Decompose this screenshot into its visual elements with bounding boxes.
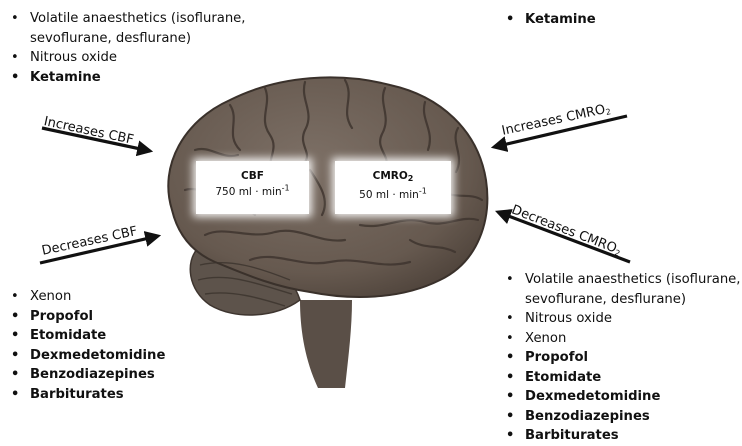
list-item: Propofol [503,348,741,368]
list-item: Dexmedetomidine [8,346,165,366]
brainstem [300,300,352,388]
list-top-right: Ketamine [503,10,596,30]
list-item: Xenon [8,287,165,307]
list-item: Ketamine [8,68,246,88]
list-item: Propofol [8,307,165,327]
list-item: Nitrous oxide [8,48,246,68]
list-bottom-right: Volatile anaesthetics (isoflurane,sevofl… [503,270,741,446]
list-item: sevoflurane, desflurane) [503,290,741,310]
list-item: Ketamine [503,10,596,30]
list-item: Dexmedetomidine [503,387,741,407]
list-item: Benzodiazepines [503,407,741,427]
cbf-title: CBF [196,170,309,182]
list-item: Barbiturates [8,385,165,405]
list-item: Xenon [503,329,741,349]
list-item: Volatile anaesthetics (isoflurane, [8,9,246,29]
list-top-left: Volatile anaesthetics (isoflurane,sevofl… [8,9,246,87]
list-item: Nitrous oxide [503,309,741,329]
cmro2-value: 50 ml · min-1 [359,189,427,201]
list-item: Benzodiazepines [8,365,165,385]
list-bottom-left: XenonPropofolEtomidateDexmedetomidineBen… [8,287,165,404]
list-item: Etomidate [8,326,165,346]
brain-illustration [168,77,487,388]
list-item: Volatile anaesthetics (isoflurane, [503,270,741,290]
cbf-value: 750 ml · min-1 [215,186,289,198]
cmro2-title: CMRO2 [335,170,451,185]
cbf-box: CBF 750 ml · min-1 [196,161,309,214]
cmro2-box: CMRO2 50 ml · min-1 [335,161,451,214]
list-item: Etomidate [503,368,741,388]
list-item: sevoflurane, desflurane) [8,29,246,49]
